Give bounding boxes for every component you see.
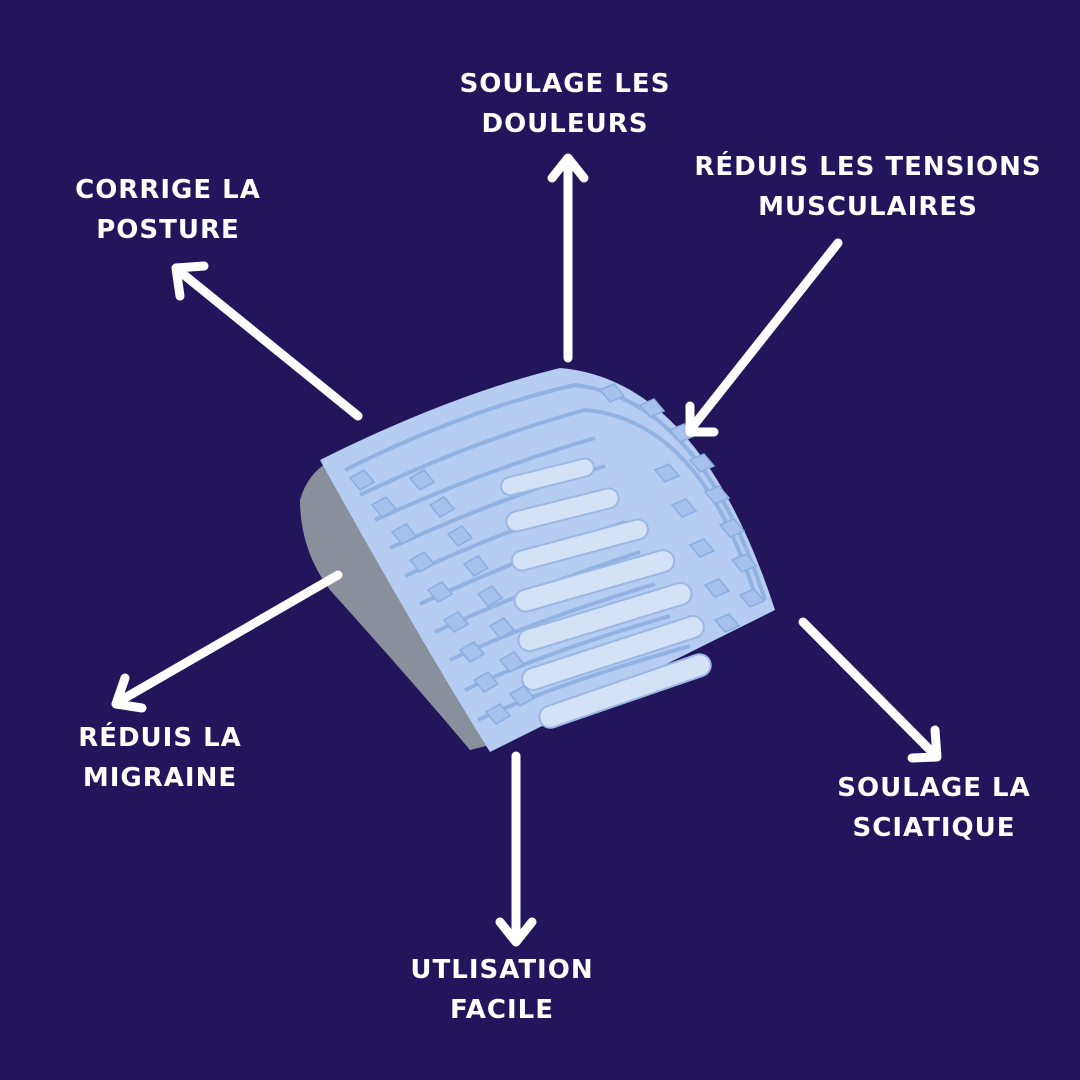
arrow-down-right-icon	[798, 617, 942, 763]
benefit-line2: DOULEURS	[481, 109, 649, 139]
arrow-up-left-icon	[171, 261, 363, 421]
benefit-line1: RÉDUIS LES TENSIONS	[694, 152, 1042, 182]
benefit-line1: UTLISATION	[410, 955, 594, 985]
benefit-line1: RÉDUIS LA	[78, 723, 242, 753]
arrow-down-left-icon	[685, 238, 843, 437]
benefit-pain-relief: SOULAGE LES DOULEURS	[460, 64, 671, 144]
benefit-line1: SOULAGE LA	[837, 773, 1031, 803]
benefit-line2: SCIATIQUE	[852, 813, 1016, 843]
arrow-down-left-icon-2	[111, 570, 343, 713]
benefit-line2: FACILE	[450, 995, 554, 1025]
benefit-line2: POSTURE	[96, 215, 240, 245]
back-stretcher-image	[300, 368, 775, 752]
benefit-muscle-tension: RÉDUIS LES TENSIONS MUSCULAIRES	[694, 147, 1041, 227]
arrow-down-icon	[495, 751, 537, 947]
benefit-line1: CORRIGE LA	[75, 175, 261, 205]
benefit-posture: CORRIGE LA POSTURE	[75, 170, 261, 250]
benefit-easy-use: UTLISATION FACILE	[410, 950, 593, 1030]
benefit-line1: SOULAGE LES	[459, 69, 671, 99]
benefit-line2: MUSCULAIRES	[758, 192, 978, 222]
arrow-up-icon	[547, 153, 589, 363]
benefit-line2: MIGRAINE	[82, 763, 238, 793]
benefit-migraine: RÉDUIS LA MIGRAINE	[78, 718, 242, 798]
benefit-sciatica: SOULAGE LA SCIATIQUE	[837, 768, 1030, 848]
